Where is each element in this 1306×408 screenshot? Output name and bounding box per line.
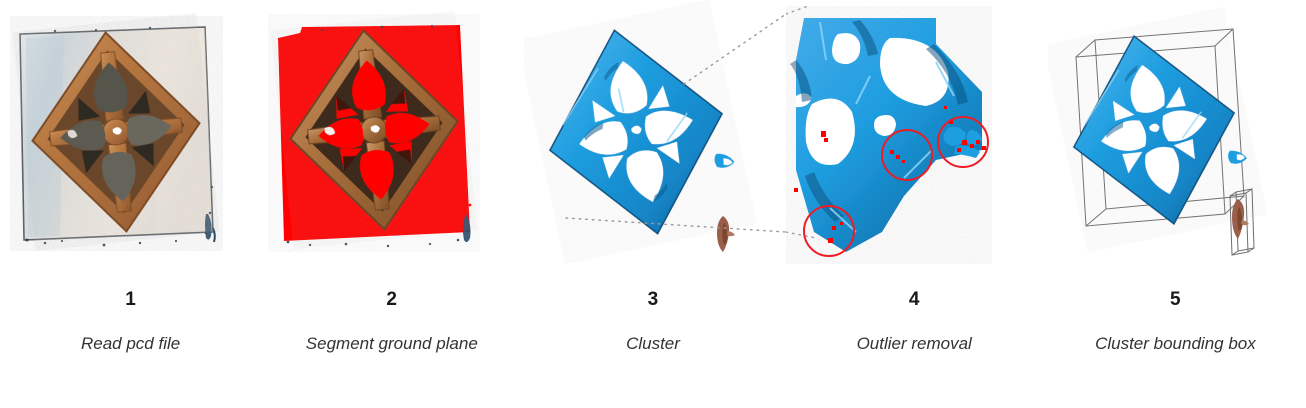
lattice-object-points <box>31 31 201 233</box>
point-cloud-bounding-box <box>1072 28 1255 256</box>
lattice-object-points <box>289 29 459 231</box>
step-number-cell-1: 1 <box>0 288 261 322</box>
callout-leader-lines-in <box>786 5 817 239</box>
point-cloud-outliers <box>786 5 989 257</box>
outlier-circle-2 <box>937 116 989 168</box>
outlier-annotation-circles <box>803 116 989 257</box>
step-caption-cell-1: Read pcd file <box>0 332 261 372</box>
step-caption-cell-5: Cluster bounding box <box>1045 332 1306 372</box>
step-number-1: 1 <box>125 289 136 310</box>
step-number-2: 2 <box>386 289 398 310</box>
step-caption-read-pcd-file: Read pcd file <box>80 334 181 353</box>
secondary-cluster-points <box>717 216 735 252</box>
panel-segment-ground-plane <box>262 0 524 285</box>
magnified-cluster-region <box>790 18 982 252</box>
stone-inlays <box>60 62 172 202</box>
primary-cluster-points <box>548 29 735 235</box>
step-caption-cell-2: Segment ground plane <box>261 332 522 372</box>
outlier-circle-1 <box>881 129 933 181</box>
secondary-cluster-points <box>1232 199 1249 239</box>
step-number-5: 5 <box>1170 289 1181 310</box>
panel-read-pcd-file <box>0 0 262 285</box>
step-captions-row: Read pcd file Segment ground plane Clust… <box>0 332 1306 372</box>
panels-row <box>0 0 1306 285</box>
point-cloud-segmented <box>278 24 472 248</box>
step-caption-cell-3: Cluster <box>522 332 783 372</box>
step-numbers-row: 1 2 3 4 5 <box>0 288 1306 322</box>
panel-outlier-removal <box>786 0 1048 285</box>
step-number-cell-4: 4 <box>784 288 1045 322</box>
panel-3-stage <box>524 0 786 285</box>
panel-4-stage <box>786 0 1048 285</box>
ground-plane-edge-noise <box>286 24 460 248</box>
secondary-cluster-points <box>461 203 472 243</box>
step-caption-outlier-removal: Outlier removal <box>856 334 972 353</box>
step-caption-cluster: Cluster <box>626 334 680 353</box>
callout-leader-lines <box>565 13 786 233</box>
secondary-cluster-bounding-box <box>1229 188 1255 256</box>
step-number-cell-3: 3 <box>522 288 783 322</box>
point-cloud-raw <box>19 26 216 247</box>
outlier-circle-3 <box>803 205 855 257</box>
panel-cluster-bounding-box <box>1048 0 1306 285</box>
step-caption-segment-ground-plane: Segment ground plane <box>305 334 478 353</box>
secondary-cluster-points <box>205 214 216 243</box>
step-number-cell-2: 2 <box>261 288 522 322</box>
step-caption-cell-4: Outlier removal <box>784 332 1045 372</box>
primary-cluster-points <box>1072 35 1247 225</box>
step-caption-cluster-bounding-box: Cluster bounding box <box>1095 334 1256 353</box>
panel-2-stage <box>262 0 524 285</box>
step-number-3: 3 <box>647 289 659 310</box>
point-cloud-clustered <box>548 13 786 252</box>
panel-1-stage <box>0 0 262 285</box>
panel-cluster <box>524 0 786 285</box>
step-number-4: 4 <box>908 289 920 310</box>
outlier-points <box>794 106 986 243</box>
step-number-cell-5: 5 <box>1045 288 1306 322</box>
panel-5-stage <box>1048 0 1306 285</box>
